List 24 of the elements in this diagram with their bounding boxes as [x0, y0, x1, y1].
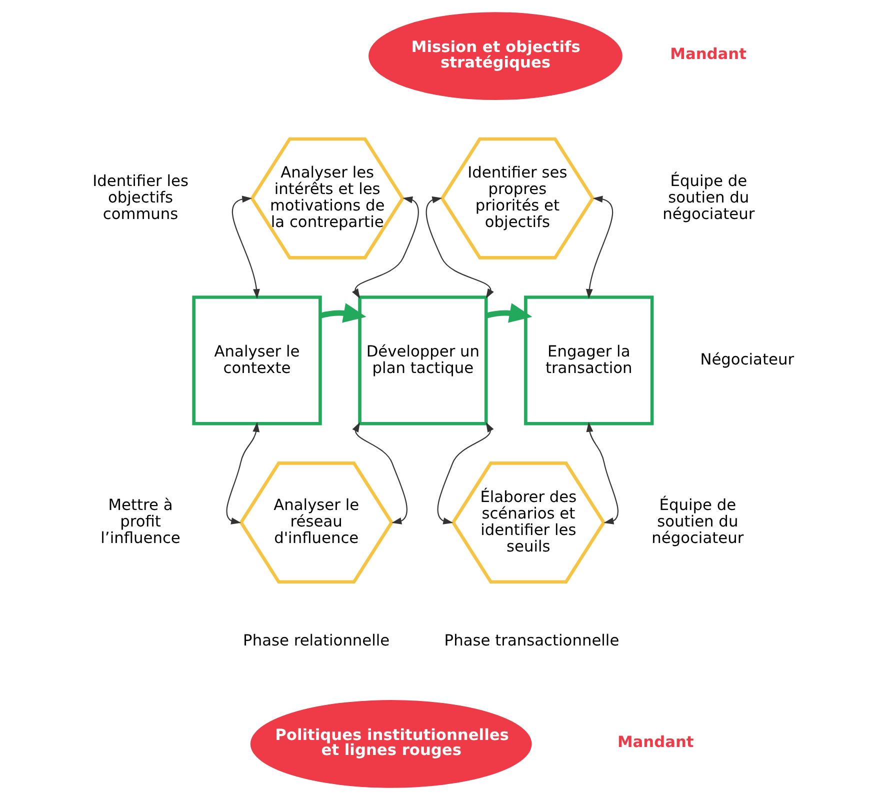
label: Équipe de soutien du négociateur [662, 172, 754, 223]
node-ellipse: Mission et objectifs stratégiques [368, 12, 622, 100]
label: Équipe de soutien du négociateur [651, 496, 744, 548]
label: Phase transactionnelle [444, 631, 619, 650]
node-box: Développer un plan tactique [358, 296, 488, 426]
arrow [352, 422, 407, 524]
label: Phase relationnelle [242, 631, 390, 650]
arrow [585, 196, 613, 299]
label: Négociateur [700, 350, 794, 369]
label: Mandant [616, 732, 694, 751]
arrow [436, 422, 494, 524]
label: Mettre à profit l’influence [100, 496, 180, 548]
arrow [425, 196, 494, 299]
node-box: Analyser le contexte [192, 296, 322, 426]
arrow [226, 422, 260, 524]
arrow [231, 196, 260, 299]
label: Mandant [670, 45, 746, 64]
arrow [586, 422, 618, 524]
arrow [319, 303, 366, 323]
node-ellipse: Politiques institutionnelles et lignes rouges [250, 700, 532, 788]
label: Identifier les objectifs communs [92, 172, 188, 223]
arrow [484, 303, 532, 323]
node-box: Engager la transaction [524, 296, 654, 426]
arrow [352, 196, 418, 299]
